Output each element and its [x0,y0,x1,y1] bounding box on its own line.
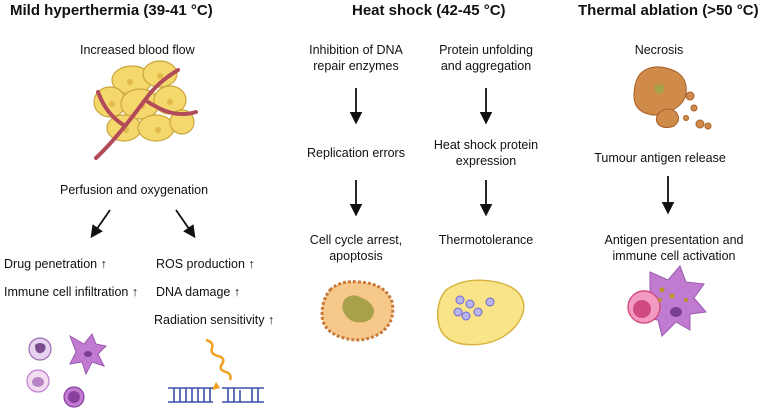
heading-heat-shock: Heat shock (42-45 °C) [352,2,506,19]
dna-repair-inhibition-label: Inhibition of DNA repair enzymes [309,43,403,73]
thermotolerant-cell-illustration [436,279,525,346]
thermotolerance-label: Thermotolerance [438,233,534,247]
increase-symbol: ↑ [248,257,255,271]
arrow-to-left-effects [90,209,111,239]
increase-symbol: ↑ [131,285,139,299]
cell-cycle-arrest-label: Cell cycle arrest, apoptosis [309,233,403,263]
effect-label: Drug penetration [4,257,98,271]
effect-label: Radiation sensitivity [154,313,265,327]
effect-label: ROS production [156,257,245,271]
radiation-dna-illustration [168,338,264,403]
tumour-cells-with-vessel-illustration [93,60,198,160]
heading-thermal-ablation: Thermal ablation (>50 °C) [578,2,759,19]
protein-unfolding-label: Protein unfolding and aggregation [439,43,533,73]
necrotic-nucleus [654,84,665,94]
perfusion-oxygenation-label: Perfusion and oxygenation [60,183,209,197]
increased-blood-flow-label: Increased blood flow [80,43,195,57]
antigen-presentation-illustration [627,265,707,337]
heading-mild-hyperthermia: Mild hyperthermia (39-41 °C) [10,2,213,19]
arrow-to-right-effects [175,209,196,239]
ros-production-effect: ROS production ↑ [156,256,255,272]
effect-label: Immune cell infiltration [4,285,129,299]
necrosis-label: Necrosis [634,43,684,57]
increase-symbol: ↑ [100,257,107,271]
immune-cells-illustration [26,333,108,408]
radiation-sensitivity-effect: Radiation sensitivity ↑ [154,312,274,328]
apoptotic-cell-illustration [320,280,395,342]
immune-cell-infiltration-effect: Immune cell infiltration ↑ [4,284,138,300]
dna-damage-effect: DNA damage ↑ [156,284,240,300]
tumour-antigen-release-label: Tumour antigen release [594,151,726,165]
effect-label: DNA damage [156,285,231,299]
increase-symbol: ↑ [267,313,275,327]
replication-errors-label: Replication errors [307,146,405,160]
drug-penetration-effect: Drug penetration ↑ [4,256,107,272]
hsp-expression-label: Heat shock protein expression [433,138,539,168]
increase-symbol: ↑ [233,285,241,299]
antigen-presentation-label: Antigen presentation and immune cell act… [604,233,744,263]
necrotic-tissue-illustration [633,66,712,130]
